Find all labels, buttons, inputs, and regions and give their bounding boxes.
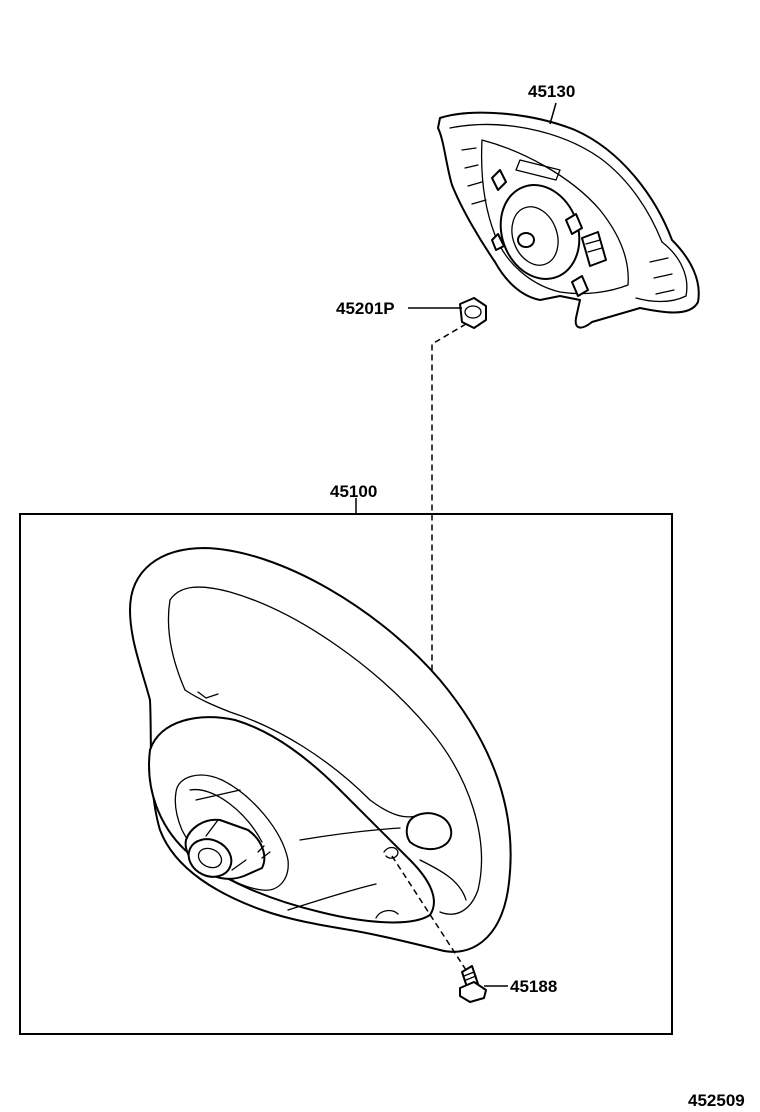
leader-45130	[549, 102, 557, 125]
screw-illustration	[459, 965, 487, 1003]
part-number-45130: 45130	[528, 82, 575, 101]
assembly-frame	[19, 513, 673, 1035]
nut-illustration	[459, 297, 487, 329]
part-number-45100: 45100	[330, 482, 377, 501]
assembly-line-screw	[391, 855, 467, 971]
steering-wheel-illustration	[129, 547, 512, 953]
horn-pad-illustration	[437, 111, 700, 329]
assembly-line-nut	[333, 323, 467, 753]
part-number-45201p: 45201P	[336, 299, 395, 318]
illustration-code: 452509	[688, 1091, 745, 1110]
part-number-45188: 45188	[510, 977, 557, 996]
